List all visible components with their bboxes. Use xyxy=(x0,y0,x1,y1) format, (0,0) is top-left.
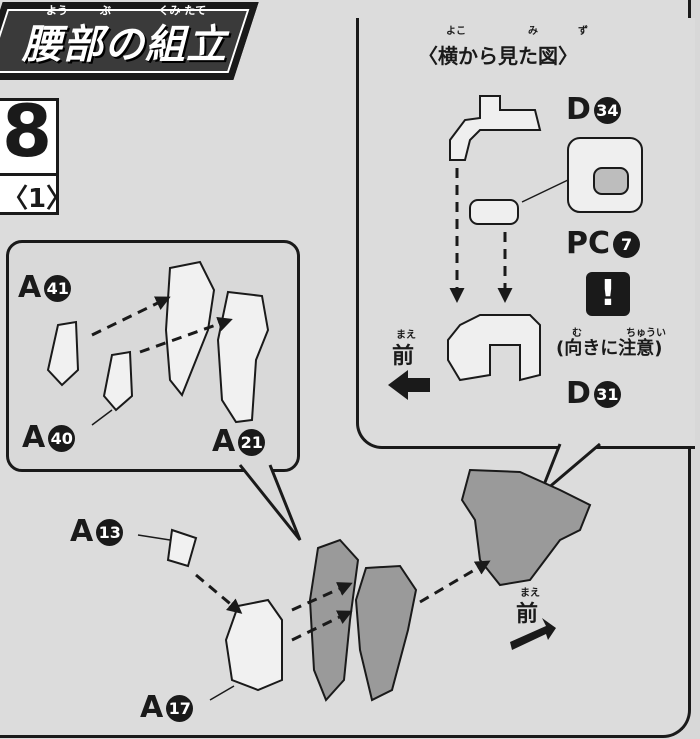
part-pc7-shape xyxy=(469,199,519,225)
pc7-zoom-shape xyxy=(593,167,629,195)
main-arrow-2 xyxy=(291,582,353,612)
part-a17-shape xyxy=(224,598,283,692)
part-main-waist xyxy=(460,468,592,587)
label-a40-number: 40 xyxy=(48,425,76,452)
part-d31-shape xyxy=(447,314,541,382)
label-pc7-number: 7 xyxy=(613,231,641,258)
side-front-arrow xyxy=(388,370,430,400)
label-a41-number: 41 xyxy=(44,275,72,302)
part-a21-shape-1 xyxy=(164,260,216,397)
bubble-tail xyxy=(238,464,302,541)
step-number-box: 8 xyxy=(0,89,59,176)
title-ruby-kumitate: くみ たて xyxy=(158,4,207,17)
warning-icon: ! xyxy=(586,272,630,316)
step-number: 8 xyxy=(2,89,53,173)
part-d34-shape xyxy=(449,95,542,161)
main-arrow-3 xyxy=(291,610,353,642)
title-ruby-you: よう xyxy=(46,4,68,17)
label-d34-letter: D xyxy=(566,92,591,127)
label-a40-letter: A xyxy=(22,420,46,455)
side-ruby-yoko: よこ xyxy=(446,26,466,37)
label-d31-letter: D xyxy=(566,376,591,411)
label-a17-letter: A xyxy=(140,690,164,725)
side-ruby-mi: み xyxy=(528,26,538,37)
main-front-label: 前 xyxy=(516,602,539,627)
page-title: 腰部の組立 xyxy=(22,21,227,68)
label-d34-number: 34 xyxy=(593,97,621,124)
label-a41-letter: A xyxy=(18,270,42,305)
part-main-leg-2 xyxy=(354,564,418,702)
main-arrow-4 xyxy=(419,560,491,604)
sub-step-box: 〈1〉 xyxy=(0,173,72,215)
bubble-arrow-1 xyxy=(91,296,171,337)
side-front-label: 前 xyxy=(392,344,415,369)
label-a21-letter: A xyxy=(212,424,236,459)
side-ruby-zu: ず xyxy=(578,26,588,37)
label-d31-number: 31 xyxy=(593,381,621,408)
main-arrow-1 xyxy=(195,573,243,614)
label-a21-number: 21 xyxy=(238,429,266,456)
warning-ruby-mu: む xyxy=(572,328,582,339)
part-a40-shape xyxy=(102,350,134,412)
part-a41-shape xyxy=(46,320,80,387)
main-front-arrow xyxy=(510,618,556,650)
label-pc7-letter: PC xyxy=(566,226,611,261)
pc7-leader xyxy=(521,179,569,203)
label-a13-letter: A xyxy=(70,514,94,549)
side-view-title: 〈横から見た図〉 xyxy=(418,44,578,68)
sub-step-label: 〈1〉 xyxy=(2,184,73,214)
part-a13-shape xyxy=(166,528,198,568)
side-front-ruby: まえ xyxy=(396,330,416,341)
part-main-leg-1 xyxy=(308,538,360,702)
part-a21-shape-2 xyxy=(216,290,270,424)
label-a17-number: 17 xyxy=(166,695,194,722)
label-a13-number: 13 xyxy=(96,519,124,546)
warning-ruby-chuui: ちゅうい xyxy=(626,328,666,339)
a17-leader xyxy=(209,685,235,701)
title-ruby-bu: ぶ xyxy=(100,4,111,17)
warning-text: (向きに注意) xyxy=(556,338,663,359)
a40-leader xyxy=(91,409,113,426)
a13-leader xyxy=(137,534,171,541)
main-front-ruby: まえ xyxy=(520,588,540,599)
